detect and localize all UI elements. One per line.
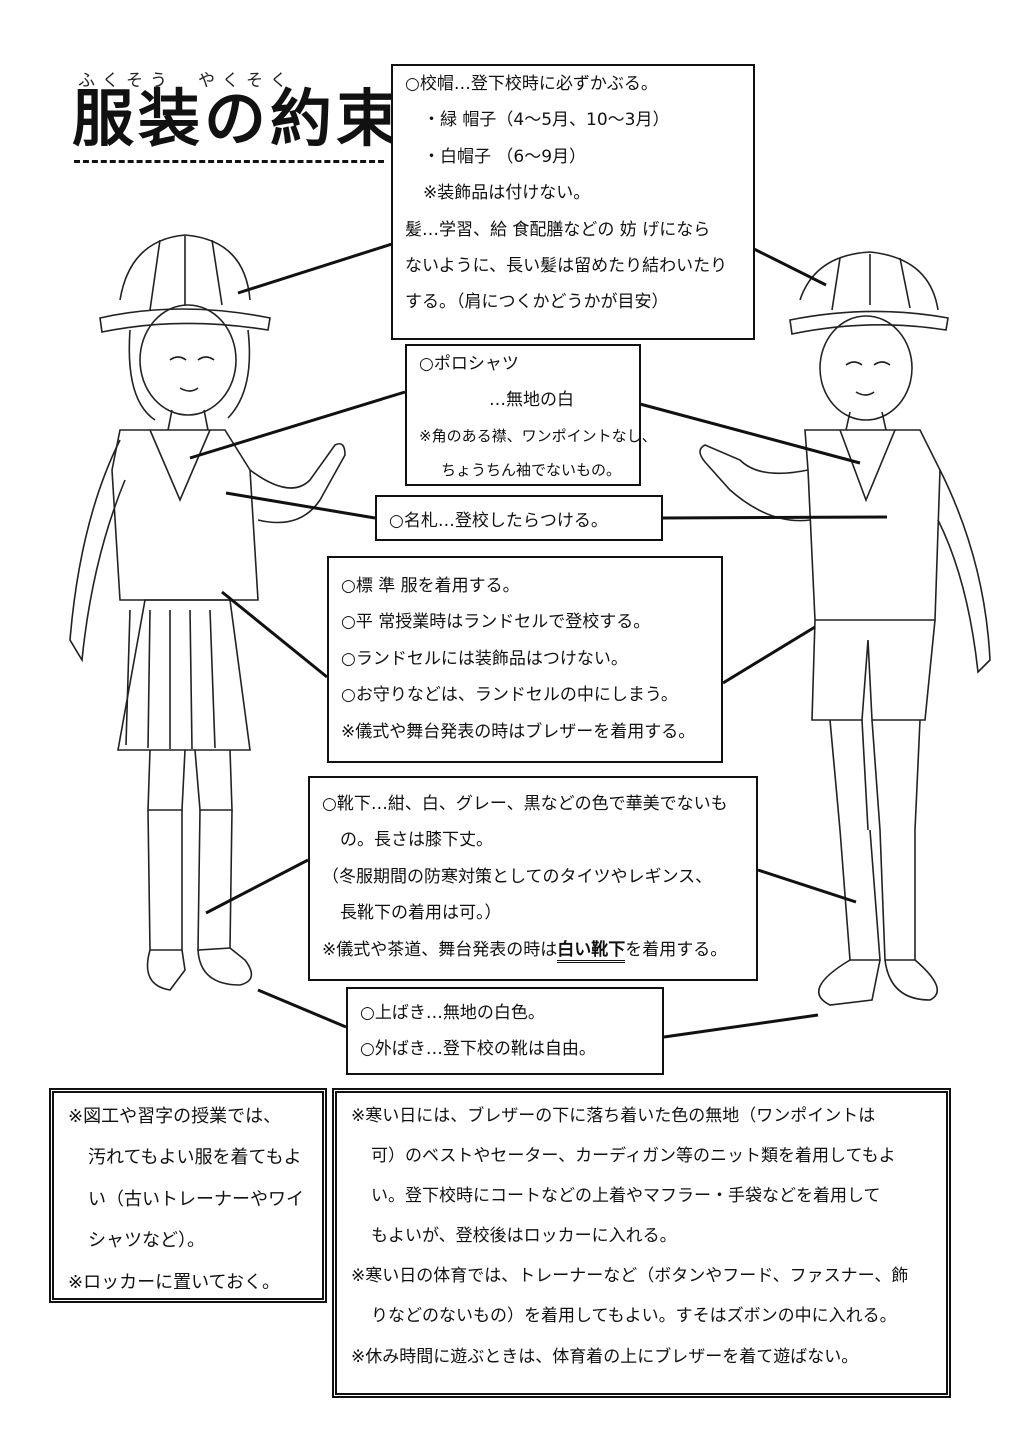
uniform-line-4: ○お守りなどは、ランドセルの中にしまう。 [341, 685, 678, 706]
nameplate-box: ○名札…登校したらつける。 [375, 495, 663, 541]
uniform-line-3: ○ランドセルには装飾品はつけない。 [341, 648, 628, 669]
white-socks-emphasis: 白い靴下 [557, 939, 626, 963]
socks-box: ○靴下…紺、白、グレー、黒などの色で華美でないも の。長さは膝下丈。 （冬服期間… [308, 776, 758, 981]
art-line-1: ※図工や習字の授業では、 [68, 1106, 282, 1127]
accessory-note: ※装飾品は付けない。 [423, 183, 591, 204]
hair-line-2: ないように、長い髪は留めたり結わいたり [405, 255, 728, 276]
art-class-box: ※図工や習字の授業では、 汚れてもよい服を着てもよ い（古いトレーナーやワイ シ… [49, 1088, 327, 1303]
outdoor-shoes-line: ○外ばき…登下校の靴は自由。 [360, 1039, 596, 1060]
polo-shirt-box: ○ポロシャツ …無地の白 ※角のある襟、ワンポイントなし、 ちょうちん袖でないも… [405, 344, 657, 486]
nameplate-line: ○名札…登校したらつける。 [389, 511, 608, 531]
cold-line-5: ※寒い日の体育では、トレーナーなど（ボタンやフード、ファスナー、飾 [351, 1266, 909, 1287]
socks-line-3: （冬服期間の防寒対策としてのタイツやレギンス、 [322, 866, 713, 887]
hat-line: ○校帽…登下校時に必ずかぶる。 [405, 74, 658, 94]
polo-note-2: ちょうちん袖でないもの。 [441, 460, 622, 479]
socks-line-4: 長靴下の着用は可。） [340, 903, 502, 924]
art-line-3: い（古いトレーナーやワイ [88, 1188, 304, 1210]
uniform-line-2: ○平 常授業時はランドセルで登校する。 [341, 612, 651, 633]
title-underline [74, 160, 384, 163]
girl-figure [69, 234, 346, 991]
white-hat-line: ・白帽子 （6～9月） [423, 146, 587, 167]
cold-line-3: い。登下校時にコートなどの上着やマフラー・手袋などを着用して [371, 1186, 881, 1207]
socks-line-5: ※儀式や茶道、舞台発表の時は白い靴下を着用する。 [322, 939, 744, 963]
polo-note-1: ※角のある襟、ワンポイントなし、 [419, 426, 657, 445]
socks-line-1: ○靴下…紺、白、グレー、黒などの色で華美でないも [322, 794, 728, 814]
art-line-5: ※ロッカーに置いておく。 [68, 1271, 281, 1293]
polo-title: ○ポロシャツ [419, 354, 519, 374]
cold-line-7: ※休み時間に遊ぶときは、体育着の上にブレザーを着て遊ばない。 [351, 1346, 859, 1367]
socks-line-2: の。長さは膝下丈。 [340, 830, 493, 851]
indoor-shoes-line: ○上ばき…無地の白色。 [360, 1003, 545, 1023]
hair-line-3: する。（肩につくかどうかが目安） [405, 292, 669, 313]
uniform-line-1: ○標 準 服を着用する。 [341, 576, 520, 596]
uniform-box: ○標 準 服を着用する。 ○平 常授業時はランドセルで登校する。 ○ランドセルに… [327, 556, 723, 763]
socks-ceremony-prefix: ※儀式や茶道、舞台発表の時は [322, 939, 558, 960]
art-line-4: シャツなど）。 [88, 1230, 205, 1252]
hat-hair-box: ○校帽…登下校時に必ずかぶる。 ・緑 帽子（4～5月、10～3月） ・白帽子 （… [391, 64, 755, 340]
page-title: 服装の約束 [72, 82, 403, 155]
cold-line-1: ※寒い日には、ブレザーの下に落ち着いた色の無地（ワンポイントは [351, 1106, 876, 1126]
polo-plain-white: …無地の白 [489, 390, 574, 411]
socks-ceremony-suffix: を着用する。 [625, 939, 728, 960]
title-ruby: ふくそう やくそく [78, 71, 294, 91]
uniform-line-5: ※儀式や舞台発表の時はブレザーを着用する。 [341, 721, 696, 742]
art-line-2: 汚れてもよい服を着てもよ [88, 1147, 302, 1169]
boy-figure [699, 251, 991, 1006]
shoes-box: ○上ばき…無地の白色。 ○外ばき…登下校の靴は自由。 [346, 987, 664, 1075]
hair-line-1: 髪…学習、給 食配膳などの 妨 げになら [405, 219, 711, 240]
cold-line-6: りなどのないもの）を着用してもよい。すそはズボンの中に入れる。 [371, 1306, 897, 1327]
cold-line-2: 可）のベストやセーター、カーディガン等のニット類を着用してもよ [371, 1146, 896, 1167]
cold-weather-box: ※寒い日には、ブレザーの下に落ち着いた色の無地（ワンポイントは 可）のベストやセ… [332, 1088, 951, 1398]
cold-line-4: もよいが、登校後はロッカーに入れる。 [371, 1226, 677, 1247]
green-hat-line: ・緑 帽子（4～5月、10～3月） [423, 110, 670, 131]
